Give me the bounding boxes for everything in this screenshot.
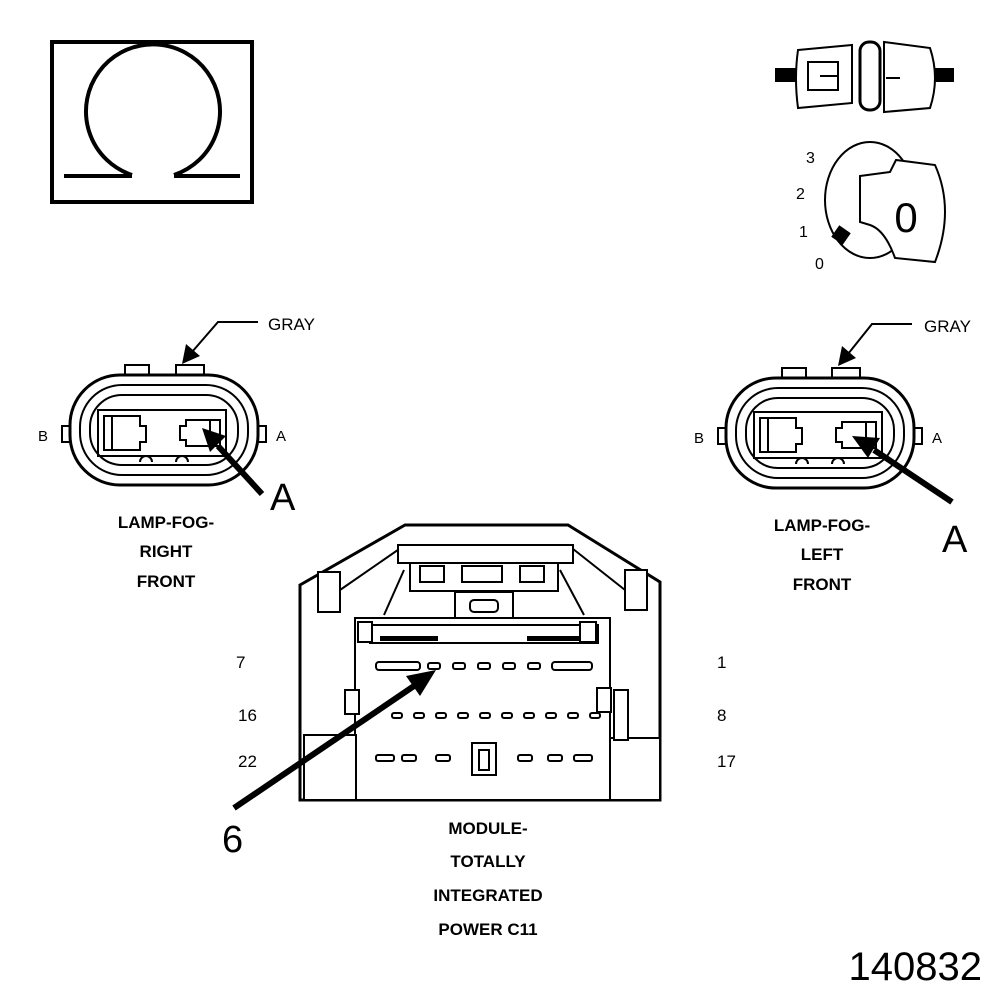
right-pin-a-label: A (276, 428, 286, 445)
module-pin-6-arrow (232, 670, 436, 811)
left-connector-name-line-3: FRONT (793, 575, 852, 594)
module-pin-22-label: 22 (238, 752, 257, 771)
module-callout-6: 6 (222, 819, 243, 861)
right-wire-color-label: GRAY (268, 315, 315, 334)
ignition-switch-icon (824, 141, 946, 264)
left-fog-lamp-connector (717, 367, 923, 490)
right-pin-b-label: B (38, 428, 48, 445)
module-pin-8-label: 8 (717, 706, 726, 725)
right-gray-wire-leader (182, 321, 258, 364)
right-callout-a: A (270, 477, 296, 519)
figure-number: 140832 (849, 945, 982, 989)
left-connector-name-line-1: LAMP-FOG- (774, 516, 870, 535)
module-pin-17-label: 17 (717, 752, 736, 771)
left-pin-b-label: B (694, 430, 704, 447)
right-pin-a-arrow (202, 428, 265, 497)
module-name-line-2: TOTALLY (450, 852, 526, 871)
right-connector-name-line-2: RIGHT (140, 542, 194, 561)
left-gray-wire-leader (838, 323, 912, 366)
left-pin-a-label: A (932, 430, 942, 447)
left-wire-color-label: GRAY (924, 317, 971, 336)
module-name-line-4: POWER C11 (438, 920, 537, 939)
ignition-key-label: 0 (894, 194, 917, 241)
module-name-line-3: INTEGRATED (433, 886, 542, 905)
left-pin-a-arrow (852, 436, 954, 505)
right-connector-name-line-1: LAMP-FOG- (118, 513, 214, 532)
module-pin-1-label: 1 (717, 653, 726, 672)
omega-icon (50, 40, 254, 204)
right-connector-name-line-3: FRONT (137, 572, 196, 591)
module-pin-16-label: 16 (238, 706, 257, 725)
left-callout-a: A (942, 519, 968, 561)
ignition-position-3: 3 (806, 150, 815, 167)
ignition-position-0: 0 (815, 256, 824, 273)
ignition-position-1: 1 (799, 224, 808, 241)
ignition-position-2: 2 (796, 186, 805, 203)
disconnected-connector-icon (775, 40, 954, 114)
module-name-line-1: MODULE- (448, 819, 527, 838)
left-connector-name-line-2: LEFT (801, 545, 844, 564)
module-c11-connector (298, 523, 662, 802)
module-pin-7-label: 7 (236, 653, 245, 672)
right-fog-lamp-connector (61, 364, 267, 487)
